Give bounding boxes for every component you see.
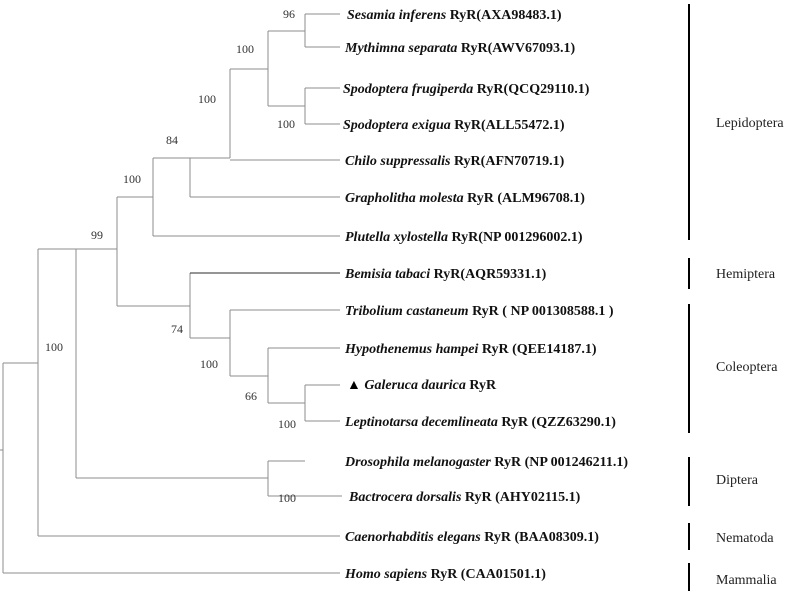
clade-groups: Lepidoptera Hemiptera Coleoptera Diptera… <box>688 4 784 591</box>
bootstrap-galeruca-leptinotarsa: 66 <box>245 389 257 403</box>
taxon-label: Chilo suppressalis RyR(AFN70719.1) <box>345 154 565 169</box>
bootstrap-coleoptera: 74 <box>171 322 183 336</box>
bootstrap-chilo-join: 100 <box>198 92 216 106</box>
taxon-label: Homo sapiens RyR (CAA01501.1) <box>344 567 546 582</box>
group-label-mammalia: Mammalia <box>716 573 777 588</box>
bootstrap-spodoptera-pair: 100 <box>277 117 295 131</box>
branch-root <box>0 363 4 573</box>
group-label-coleoptera: Coleoptera <box>716 360 778 375</box>
taxon-label: Bactrocera dorsalis RyR (AHY02115.1) <box>348 490 581 505</box>
taxon-label: Leptinotarsa decemlineata RyR (QZZ63290.… <box>344 415 616 430</box>
bootstrap-grapholitha-join: 84 <box>166 133 178 147</box>
group-label-hemiptera: Hemiptera <box>716 267 776 282</box>
bootstrap-root: 100 <box>45 340 63 354</box>
taxon-label: Hypothenemus hampei RyR (QEE14187.1) <box>344 342 597 357</box>
taxon-label: Sesamia inferens RyR(AXA98483.1) <box>347 8 562 23</box>
taxon-label: Spodoptera exigua RyR(ALL55472.1) <box>343 118 565 133</box>
bootstrap-insects-excl-diptera: 99 <box>91 228 103 242</box>
group-label-diptera: Diptera <box>716 473 759 488</box>
taxon-label-galeruca: ▲ Galeruca daurica RyR <box>347 378 497 393</box>
group-label-lepidoptera: Lepidoptera <box>716 116 784 131</box>
triangle-marker-icon: ▲ <box>347 378 361 393</box>
bootstrap-coleoptera-inner: 100 <box>200 357 218 371</box>
bootstrap-diptera: 100 <box>278 491 296 505</box>
taxon-label: Caenorhabditis elegans RyR (BAA08309.1) <box>345 530 599 545</box>
tree-branches <box>0 13 342 574</box>
bootstrap-galeruca-leptinotarsa-tip: 100 <box>278 417 296 431</box>
taxon-label: Bemisia tabaci RyR(AQR59331.1) <box>344 267 547 282</box>
bootstrap-sesamia-mythimna: 96 <box>283 7 295 21</box>
bootstrap-lepidoptera: 100 <box>123 172 141 186</box>
taxon-label: Tribolium castaneum RyR ( NP 001308588.1… <box>345 304 614 319</box>
bootstrap-values: 96 100 100 100 84 100 99 74 100 100 66 1… <box>45 7 296 505</box>
taxon-labels: Sesamia inferens RyR(AXA98483.1) Mythimn… <box>343 8 628 582</box>
taxon-label: Drosophila melanogaster RyR (NP 00124621… <box>344 455 628 470</box>
group-label-nematoda: Nematoda <box>716 531 774 546</box>
taxon-label: Plutella xylostella RyR(NP 001296002.1) <box>345 230 583 245</box>
taxon-label: Spodoptera frugiperda RyR(QCQ29110.1) <box>343 82 590 97</box>
taxon-label: Mythimna separata RyR(AWV67093.1) <box>344 41 575 56</box>
taxon-label: Grapholitha molesta RyR (ALM96708.1) <box>345 191 585 206</box>
bootstrap-noctuid-clade: 100 <box>236 42 254 56</box>
